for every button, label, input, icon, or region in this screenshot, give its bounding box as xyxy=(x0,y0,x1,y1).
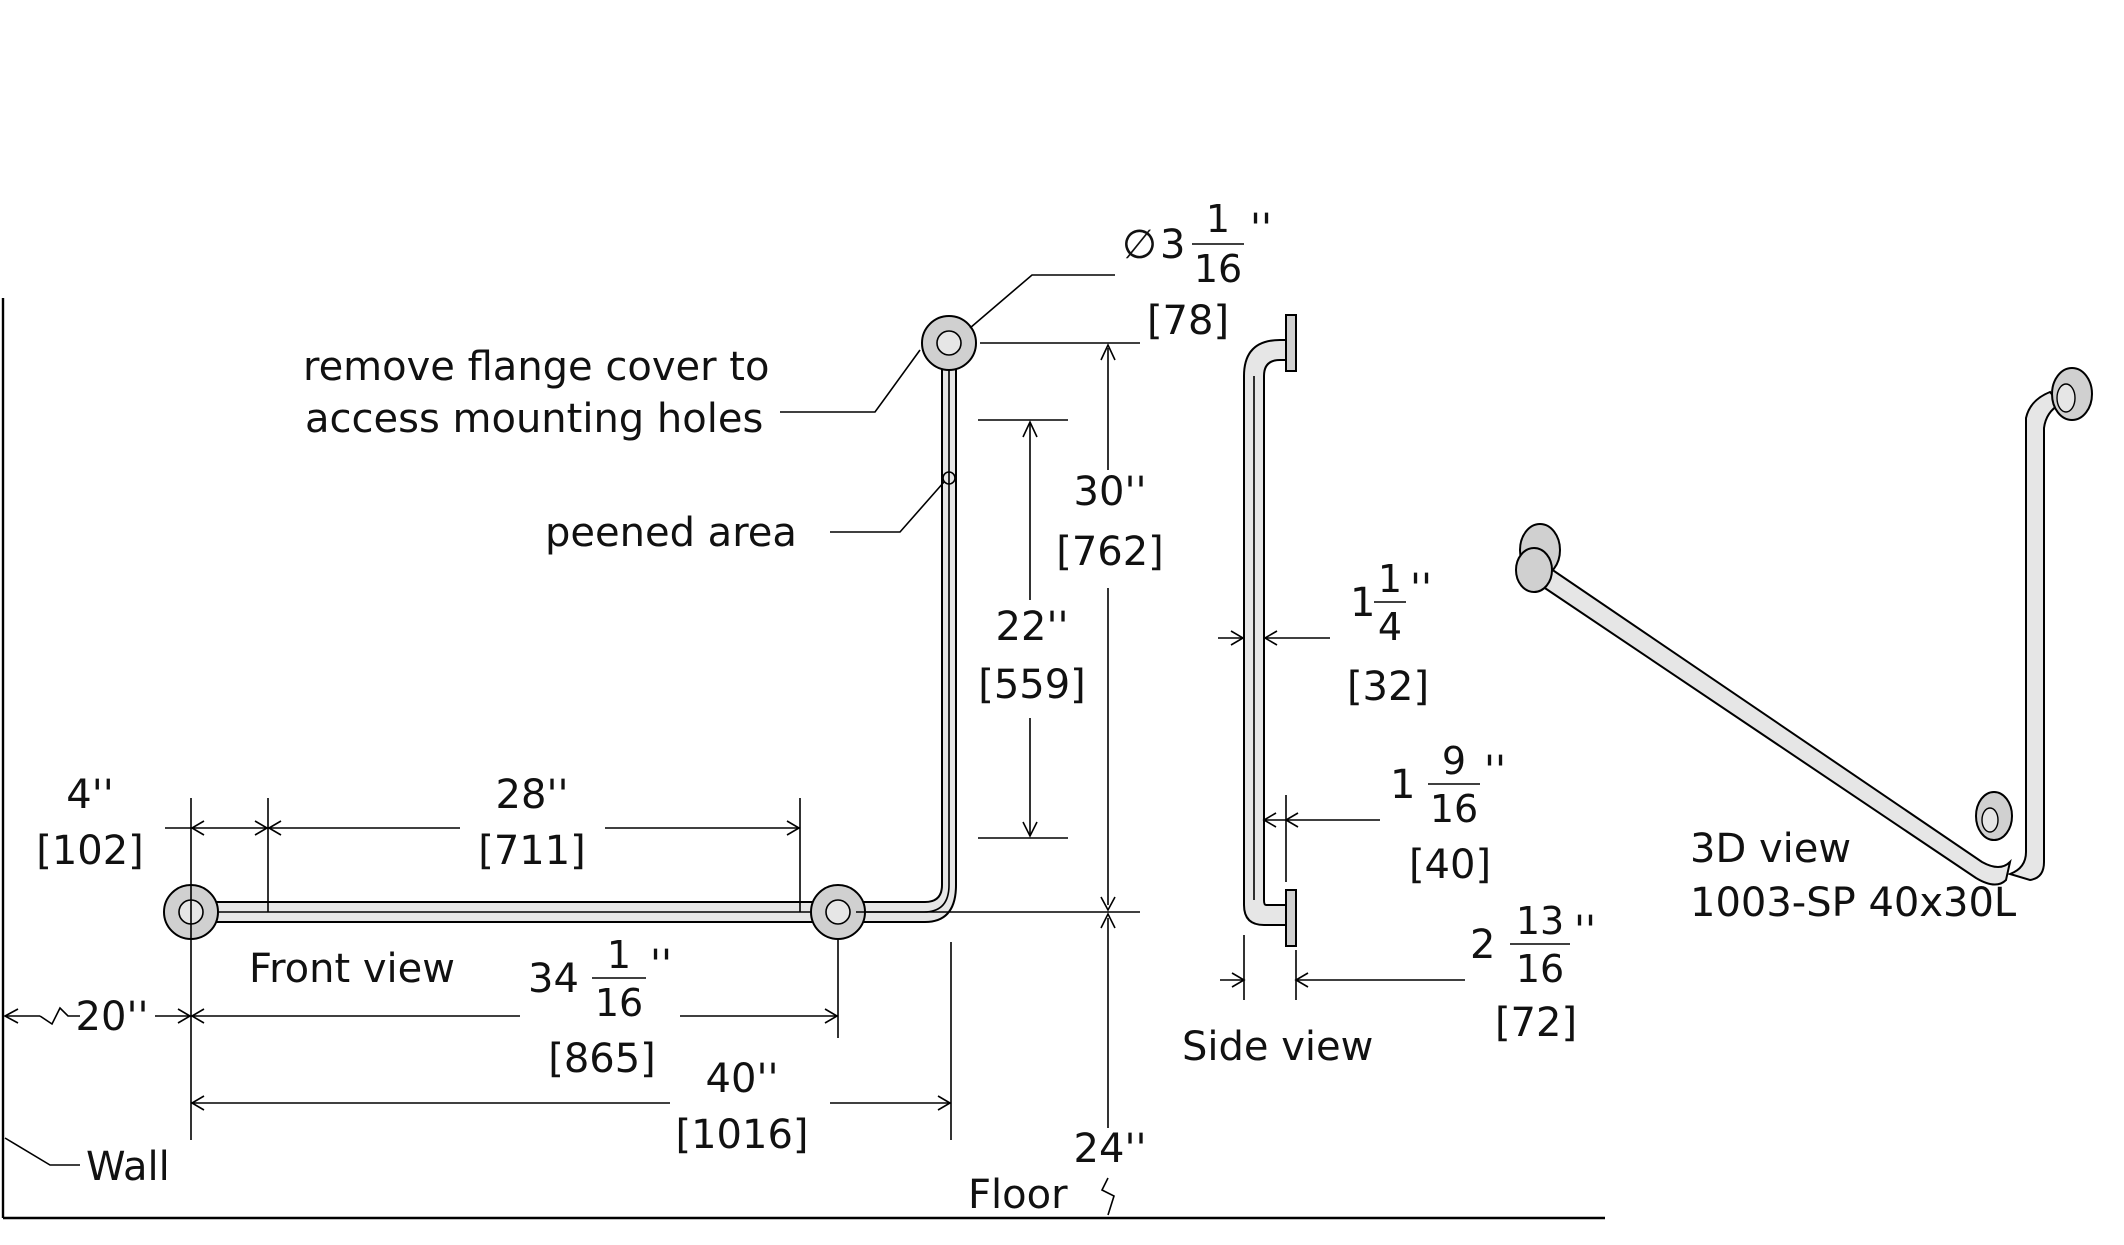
dim-4-arrow-b xyxy=(254,820,269,836)
dim-34-mm: [865] xyxy=(548,1036,656,1082)
dim-4-in: 4'' xyxy=(66,772,113,818)
dim-20-arrow xyxy=(3,1008,19,1024)
dim-4-arrow-a xyxy=(190,820,205,836)
view-3d-label: 3D view xyxy=(1690,826,1851,872)
dim-34-arrow-a xyxy=(190,1008,205,1024)
flange-middle-inner xyxy=(825,899,851,925)
dim-4-mm: [102] xyxy=(36,828,144,874)
side-flange-bottom xyxy=(1285,889,1297,947)
flange-note-leader xyxy=(780,349,921,413)
dim-34-num: 1 xyxy=(607,933,631,977)
iso-flange-top-inner xyxy=(2056,383,2076,413)
dim-34-den: 16 xyxy=(595,981,643,1025)
dim-21316-mm: [72] xyxy=(1495,1000,1577,1046)
front-view-bar xyxy=(163,315,977,940)
diameter-symbol: ∅ xyxy=(1122,222,1157,268)
peened-area-label: peened area xyxy=(545,510,797,556)
dim-30-mm: [762] xyxy=(1056,529,1164,575)
dim-1916-unit: '' xyxy=(1484,748,1506,794)
dim-28-in: 28'' xyxy=(496,772,569,818)
dim-114-arrow-a xyxy=(1230,630,1245,646)
wall-label: Wall xyxy=(86,1144,170,1190)
view-3d-bar xyxy=(1515,367,2093,886)
dim-20-arrow-b xyxy=(177,1008,192,1024)
dim-24-in: 24'' xyxy=(1074,1126,1147,1172)
dim-24-break xyxy=(1100,1177,1115,1216)
dim-30-arrow-top xyxy=(1100,343,1116,361)
dim-1916-num: 9 xyxy=(1442,739,1466,783)
dim-114-mm: [32] xyxy=(1347,664,1429,710)
side-view-bar xyxy=(1243,314,1297,947)
iso-flange-left-b xyxy=(1515,547,1553,593)
flange-top-inner xyxy=(936,330,962,356)
dim-40-in: 40'' xyxy=(706,1056,779,1102)
dim-28-mm: [711] xyxy=(478,828,586,874)
diameter-num: 1 xyxy=(1206,197,1230,241)
dim-22-in: 22'' xyxy=(996,604,1069,650)
dim-40-arrow-a xyxy=(190,1095,205,1111)
dim-20-in: 20'' xyxy=(76,994,149,1040)
diameter-whole: 3 xyxy=(1160,222,1185,268)
model-label: 1003-SP 40x30L xyxy=(1690,880,2017,926)
dim-114-arrow-b xyxy=(1263,630,1278,646)
dim-40-mm: [1016] xyxy=(675,1112,808,1158)
dim-21316-unit: '' xyxy=(1574,908,1596,954)
dim-28-arrow-b xyxy=(786,820,801,836)
peened-area-marker xyxy=(942,471,956,485)
dim-1916-arrow-b xyxy=(1284,812,1299,828)
dim-34-arrow-b xyxy=(824,1008,839,1024)
dim-21316-den: 16 xyxy=(1516,947,1564,991)
flange-note-line1: remove flange cover to xyxy=(303,344,769,390)
iso-flange-mid-inner xyxy=(1981,807,1999,833)
dim-22-mm: [559] xyxy=(978,662,1086,708)
dim-28-arrow-a xyxy=(267,820,282,836)
side-tube xyxy=(1243,339,1287,926)
flange-note-line2: access mounting holes xyxy=(305,396,763,442)
dim-30-arrow-bot xyxy=(1100,896,1116,912)
dim-114-den: 4 xyxy=(1378,605,1402,649)
dim-21316-num: 13 xyxy=(1516,899,1564,943)
dim-21316-arrow-a xyxy=(1231,972,1246,988)
dim-30-in: 30'' xyxy=(1074,469,1147,515)
side-view-label: Side view xyxy=(1182,1024,1373,1070)
wall-leader xyxy=(4,1137,80,1166)
dim-114-unit: '' xyxy=(1410,566,1432,612)
dim-21316-whole: 2 xyxy=(1470,922,1495,968)
diameter-mm: [78] xyxy=(1147,298,1229,344)
floor-label: Floor xyxy=(968,1172,1068,1218)
dim-1916-mm: [40] xyxy=(1409,842,1491,888)
dim-114-whole: 1 xyxy=(1350,580,1375,626)
dim-24-arrow xyxy=(1100,912,1116,929)
dim-114-num: 1 xyxy=(1378,557,1402,601)
front-view-label: Front view xyxy=(249,946,455,992)
dim-40-arrow-b xyxy=(937,1095,952,1111)
dim-1916-whole: 1 xyxy=(1390,762,1415,808)
diameter-den: 16 xyxy=(1194,247,1242,291)
dim-34-unit: '' xyxy=(650,942,672,988)
dim-21316-arrow-b xyxy=(1294,972,1309,988)
iso-long-run xyxy=(1522,554,2012,886)
peened-leader xyxy=(830,481,945,533)
dim-20-break xyxy=(39,1006,80,1026)
dim-22-arrow-top xyxy=(1022,420,1038,438)
diameter-leader xyxy=(969,274,1115,329)
dim-1916-den: 16 xyxy=(1430,787,1478,831)
side-flange-top xyxy=(1285,314,1297,372)
diameter-unit: '' xyxy=(1250,206,1272,252)
iso-vertical-run xyxy=(2006,390,2062,882)
dim-1916-arrow-a xyxy=(1262,812,1277,828)
dim-34-whole: 34 xyxy=(528,956,579,1002)
dim-22-arrow-bot xyxy=(1022,821,1038,838)
